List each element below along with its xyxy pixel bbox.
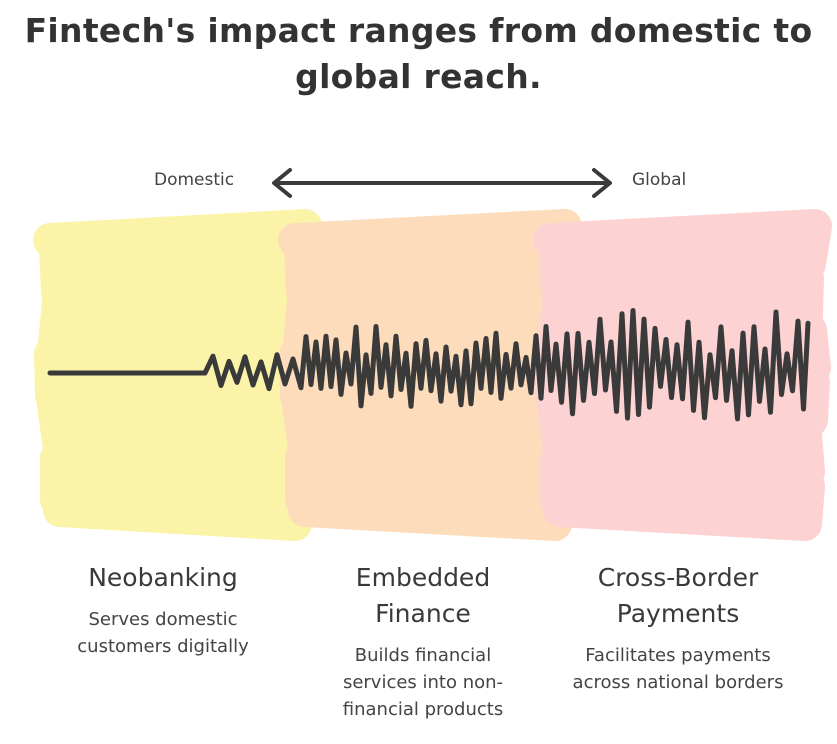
cross-border-description: Facilitates payments across national bor… (572, 645, 784, 693)
embedded-finance-column: Embedded Finance Builds financial servic… (318, 560, 528, 723)
title-line-2: global reach. (295, 57, 542, 96)
double-arrow-icon (272, 168, 612, 198)
page-title: Fintech's impact ranges from domestic to… (0, 8, 837, 100)
title-line-1: Fintech's impact ranges from domestic to (24, 11, 813, 50)
spectrum-graphic (33, 209, 832, 541)
cross-border-column: Cross-Border Payments Facilitates paymen… (568, 560, 788, 696)
cross-border-title: Cross-Border Payments (597, 563, 759, 628)
neobanking-column: Neobanking Serves domestic customers dig… (58, 560, 268, 660)
neobanking-title: Neobanking (88, 563, 238, 592)
embedded-finance-title: Embedded Finance (355, 563, 491, 628)
global-label: Global (632, 170, 687, 190)
signal-wave (47, 308, 811, 422)
embedded-finance-description: Builds financial services into non-finan… (342, 645, 504, 720)
domestic-label: Domestic (154, 170, 235, 190)
neobanking-description: Serves domestic customers digitally (77, 609, 249, 657)
